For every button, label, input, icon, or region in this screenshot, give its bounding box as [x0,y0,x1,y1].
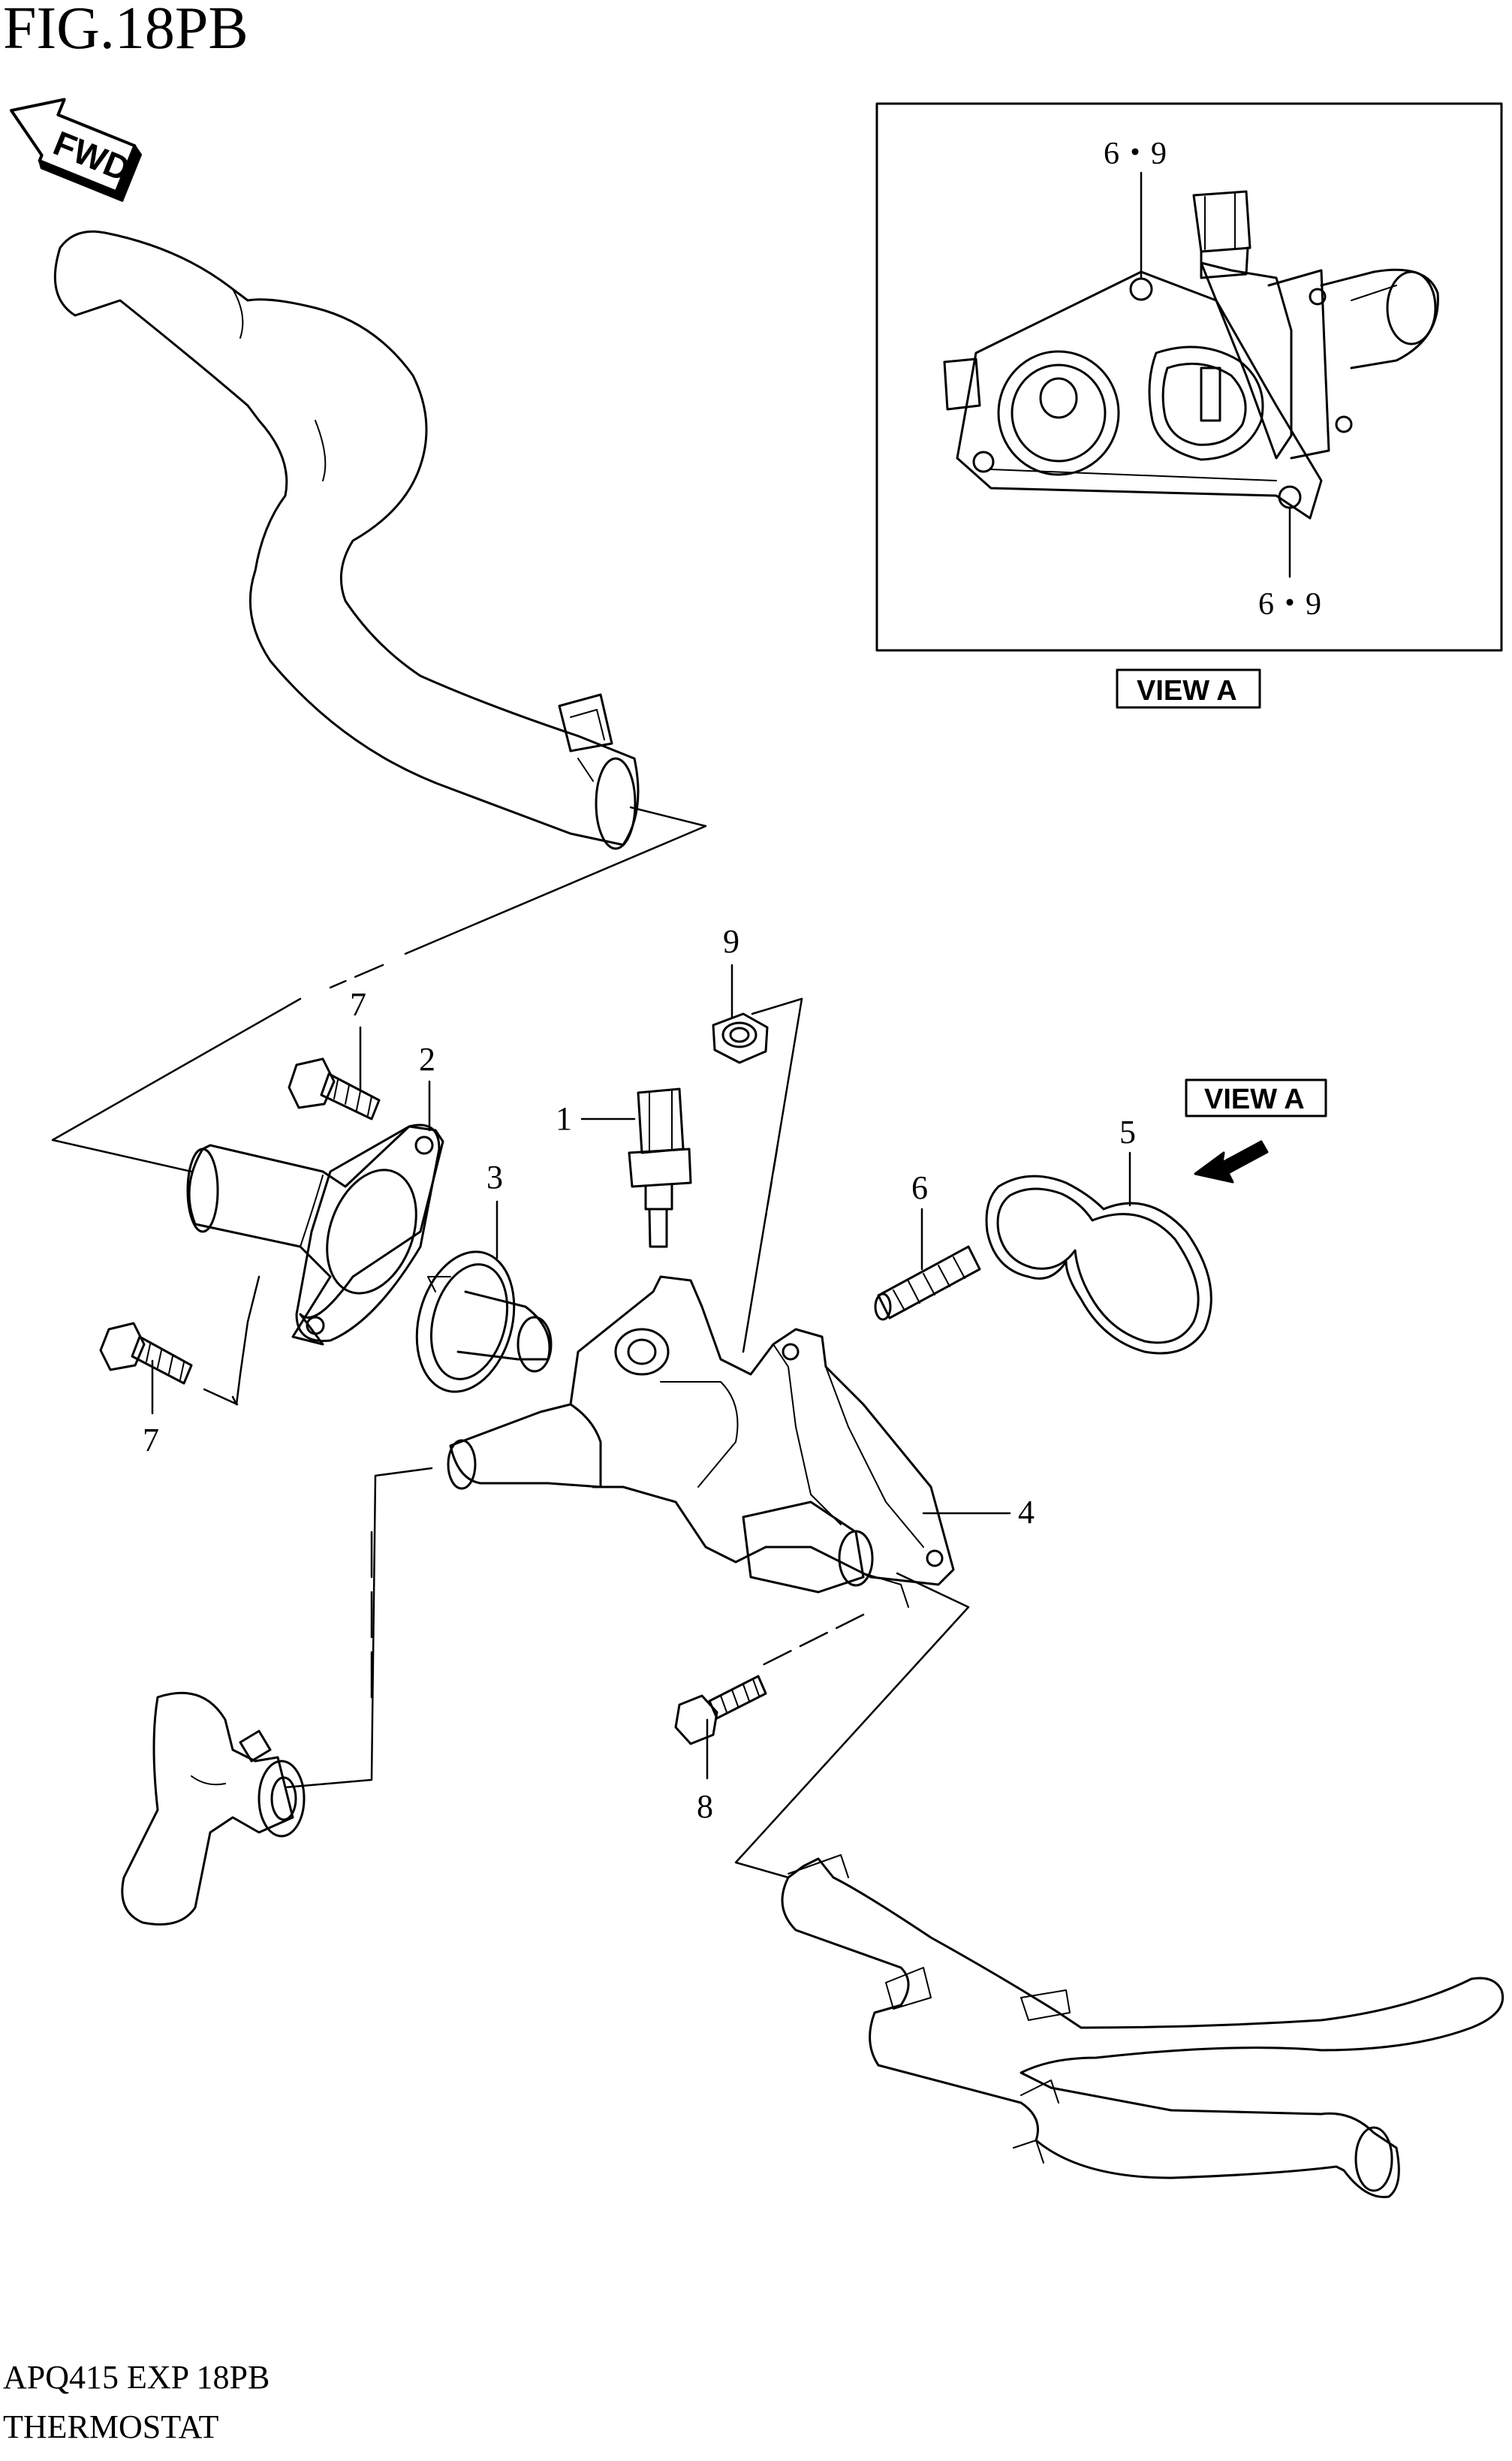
part-8-bolt: 8 [674,1675,767,1825]
part-9-nut: 9 [712,923,769,1064]
callout-4: 4 [1018,1494,1035,1531]
lower-left-hose [121,1691,306,1926]
view-a-inset: 6・9 6・9 [875,102,1503,652]
part-3-thermostat: 3 [415,1159,553,1393]
callout-5: 5 [1119,1114,1136,1151]
callout-9: 9 [723,923,739,960]
catalog-code: APQ415 EXP 18PB [3,2359,270,2396]
part-7-bolt-upper: 7 [288,986,381,1120]
upper-hose [53,230,640,850]
callout-6: 6 [911,1169,928,1206]
part-7-bolt-lower: 7 [99,1322,193,1458]
view-a-label: VIEW A [1137,675,1237,707]
callout-7-upper: 7 [350,986,366,1023]
view-a-pointer-box [1185,1078,1327,1117]
section-name: THERMOSTAT [3,2408,218,2445]
part-2-outlet: 2 [186,1041,444,1346]
view-a-callout-top: 6・9 [1104,137,1167,171]
fwd-arrow: FWD [10,98,143,202]
view-a-label-box [1116,668,1261,709]
part-6-stud: 6 [874,1169,981,1321]
view-a-frame [875,102,1503,652]
inset-hole-left [972,451,995,473]
callout-3: 3 [486,1159,503,1196]
callout-1: 1 [556,1100,572,1137]
callout-8: 8 [697,1788,713,1825]
figure-title: FIG.18PB [3,0,248,62]
inset-hole-top [1129,277,1153,301]
callout-7-lower: 7 [143,1422,159,1458]
part-5-gasket: 5 [985,1114,1212,1355]
lower-right-hose [781,1854,1504,2199]
inset-flange [956,270,1323,520]
part-4-housing: 4 [447,1275,1035,1608]
callout-2: 2 [419,1041,435,1078]
part-1-sensor: 1 [556,1087,692,1248]
view-a-pointer-label: VIEW A [1204,1084,1305,1115]
view-a-callout-bottom: 6・9 [1258,587,1321,622]
view-a-direction-arrow [1194,1140,1269,1184]
connection-lines [51,806,970,1879]
